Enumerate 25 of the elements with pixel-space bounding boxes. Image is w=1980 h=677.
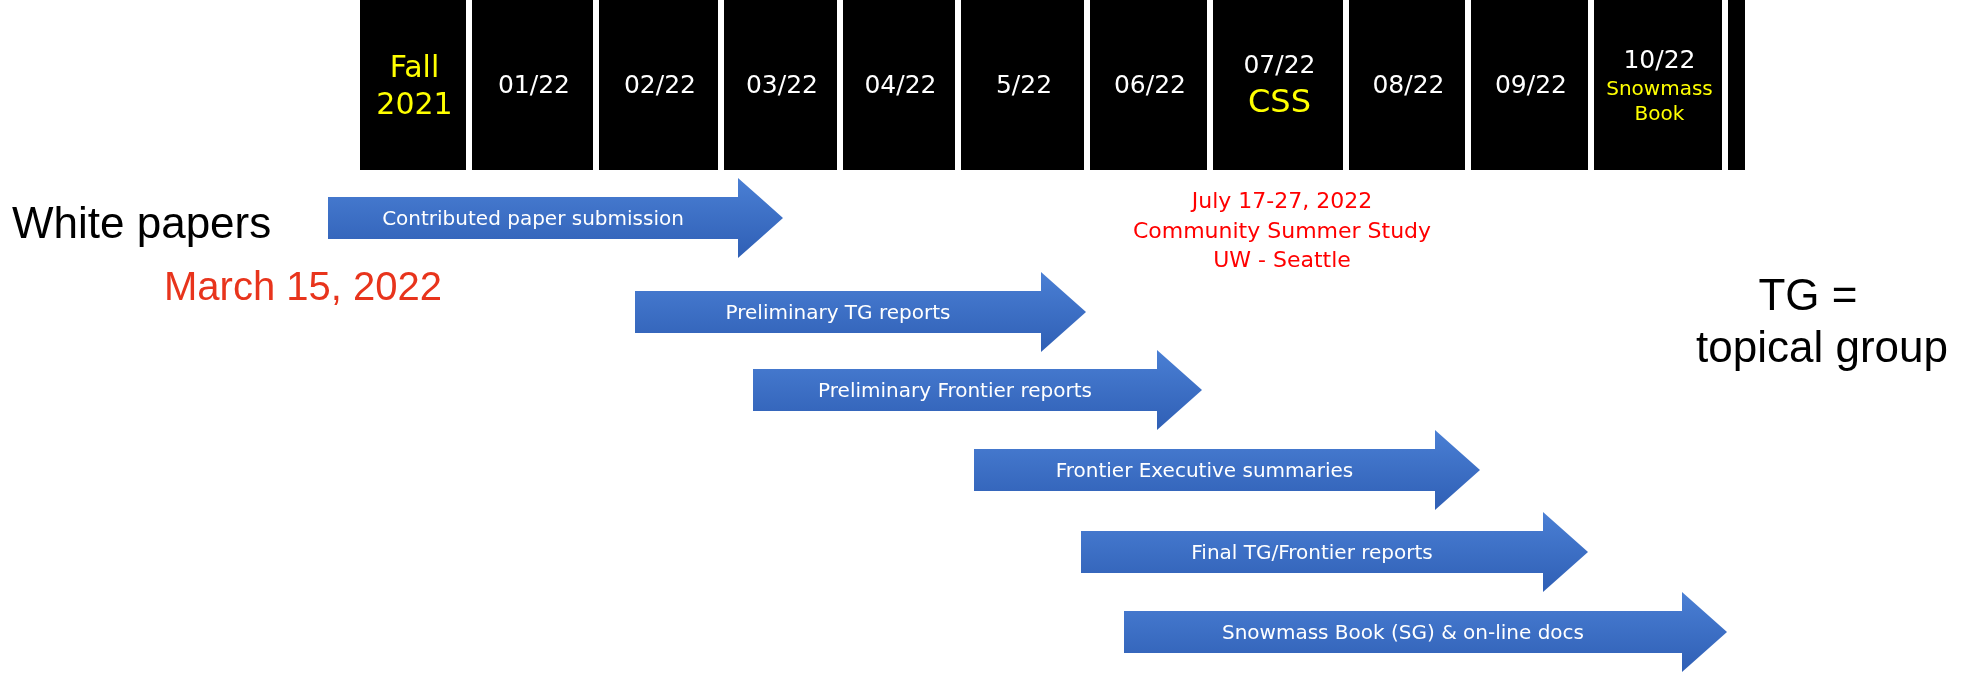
- event-note: July 17-27, 2022 Community Summer Study UW - Seattle: [1132, 187, 1432, 275]
- arrow-label: Contributed paper submission: [381, 206, 685, 230]
- timeline-cell: [1728, 0, 1748, 170]
- arrow-label: Final TG/Frontier reports: [1190, 540, 1434, 564]
- month-label: 06/22: [1113, 69, 1186, 101]
- month-label: 07/22: [1243, 49, 1316, 81]
- month-label: 5/22: [995, 69, 1053, 101]
- abbreviation-note: TG =: [1758, 270, 1858, 320]
- abbreviation-note: topical group: [1696, 322, 1948, 372]
- arrow-label: Preliminary TG reports: [724, 300, 952, 324]
- month-label: 10/22: [1623, 44, 1696, 76]
- deadline-date: March 15, 2022: [164, 264, 442, 309]
- milestone-label: CSS: [1248, 80, 1311, 121]
- month-label: 01/22: [497, 69, 570, 101]
- milestone-label: Fall 2021: [375, 47, 454, 123]
- month-label: 02/22: [623, 69, 696, 101]
- arrow-label: Snowmass Book (SG) & on-line docs: [1220, 620, 1586, 644]
- milestone-label: Snowmass Book: [1605, 75, 1714, 126]
- month-label: 04/22: [864, 69, 937, 101]
- arrow-label: Frontier Executive summaries: [1054, 458, 1355, 482]
- arrow-label: Preliminary Frontier reports: [817, 378, 1093, 402]
- month-label: 03/22: [745, 69, 818, 101]
- month-label: 08/22: [1372, 69, 1445, 101]
- month-label: 09/22: [1494, 69, 1567, 101]
- row-heading: White papers: [12, 198, 272, 248]
